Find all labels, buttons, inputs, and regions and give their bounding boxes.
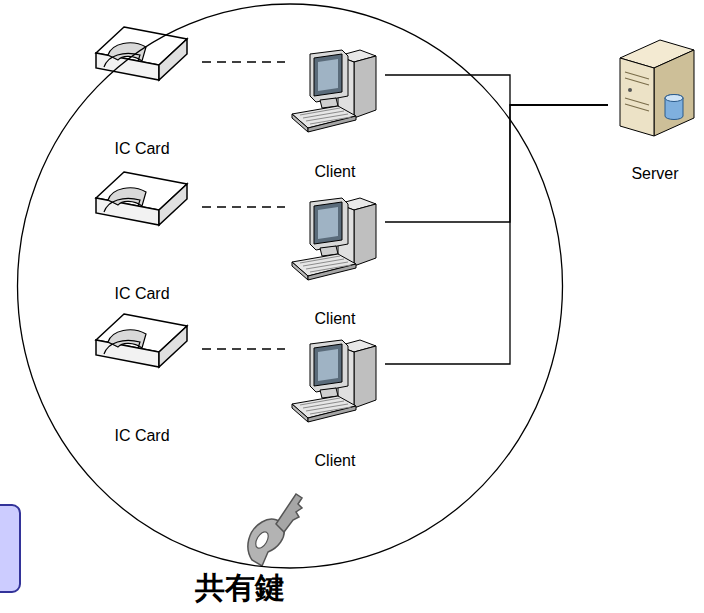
dashed-link [202, 61, 285, 62]
shared-key-circle: 共有鍵IC CardClientIC CardClientIC CardClie… [16, 2, 564, 613]
client-node: Client [285, 334, 385, 470]
node-label: IC Card [114, 284, 169, 303]
circle-outline [16, 2, 564, 570]
key-icon [248, 494, 302, 566]
dashed-link [202, 348, 285, 349]
node-label: IC Card [114, 139, 169, 158]
node-label: Server [631, 164, 678, 183]
node-label: IC Card [114, 426, 169, 445]
group-label: 共有鍵 [195, 570, 285, 606]
network-line [385, 75, 608, 105]
card-reader-icon [96, 314, 187, 367]
server-node: Server [608, 35, 702, 183]
node-label: Client [315, 309, 356, 328]
card-reader-icon [96, 27, 187, 80]
network-line [385, 105, 608, 364]
network-line [385, 105, 608, 222]
ic-card-node: IC Card [82, 22, 202, 158]
client-node: Client [285, 45, 385, 181]
computer-icon [292, 50, 376, 132]
node-label: Client [315, 451, 356, 470]
card-reader-icon [96, 172, 187, 225]
side-panel [0, 505, 20, 592]
ic-card-node: IC Card [82, 167, 202, 303]
server-icon [620, 40, 694, 136]
computer-icon [292, 340, 376, 422]
ic-card-node: IC Card [82, 309, 202, 445]
client-node: Client [285, 192, 385, 328]
computer-icon [292, 198, 376, 280]
dashed-link [202, 206, 285, 207]
node-label: Client [315, 162, 356, 181]
